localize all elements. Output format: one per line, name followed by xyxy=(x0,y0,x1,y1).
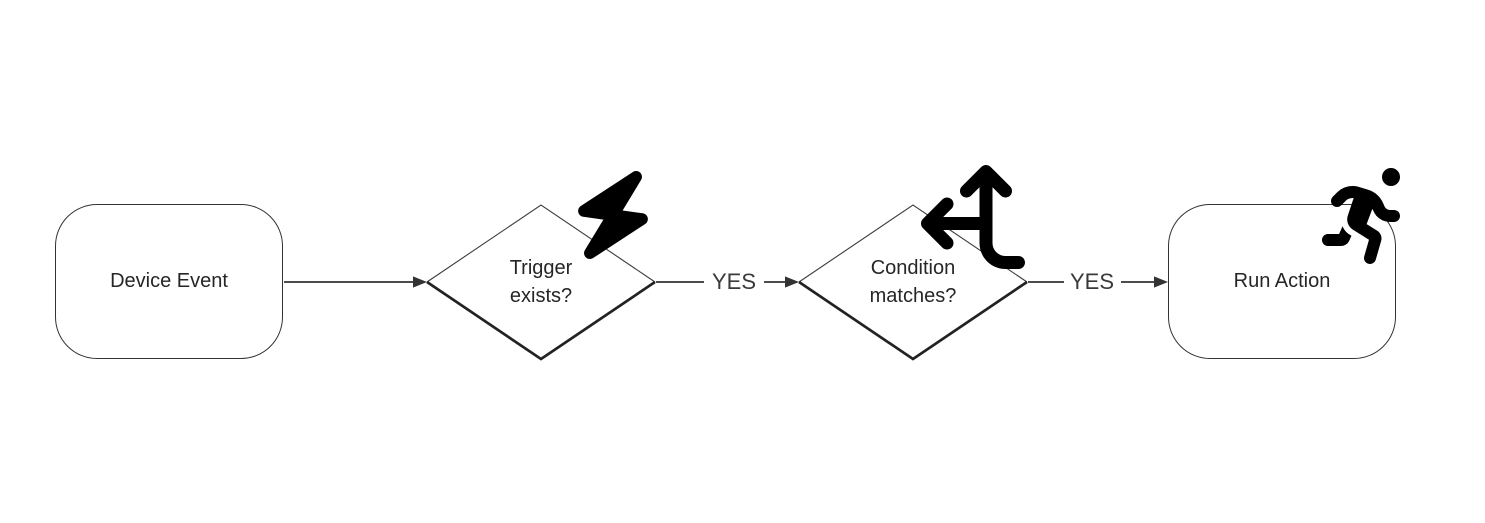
arrowhead-icon xyxy=(785,276,799,288)
arrows-split-up-left-icon xyxy=(921,164,1025,269)
arrowhead-icon xyxy=(1154,276,1168,288)
label-line-2: matches? xyxy=(869,285,957,307)
edge-device-to-trigger xyxy=(284,276,427,288)
diamond-top-edges xyxy=(426,204,656,283)
label-line-1: Trigger xyxy=(509,257,573,279)
label-line-1: Condition xyxy=(870,257,956,279)
diamond-bottom-edges xyxy=(426,280,656,361)
node-run-action-label: Run Action xyxy=(1233,270,1331,292)
edge-condition-to-run xyxy=(1028,276,1168,288)
diamond-bottom-edges xyxy=(798,280,1028,361)
node-device-event: Device Event xyxy=(55,204,283,359)
arrowhead-icon xyxy=(413,276,427,288)
edge-trigger-to-condition xyxy=(656,276,799,288)
node-condition-matches-label: Condition matches? xyxy=(833,248,993,316)
lightning-bolt-icon xyxy=(578,171,648,259)
node-device-event-label: Device Event xyxy=(110,270,228,292)
edge-label-yes-2: YES xyxy=(1064,268,1120,296)
label-line-2: exists? xyxy=(509,285,573,307)
edge-label-yes-1: YES xyxy=(706,268,762,296)
node-trigger-exists-label: Trigger exists? xyxy=(461,248,621,316)
person-running-icon xyxy=(1322,168,1400,265)
